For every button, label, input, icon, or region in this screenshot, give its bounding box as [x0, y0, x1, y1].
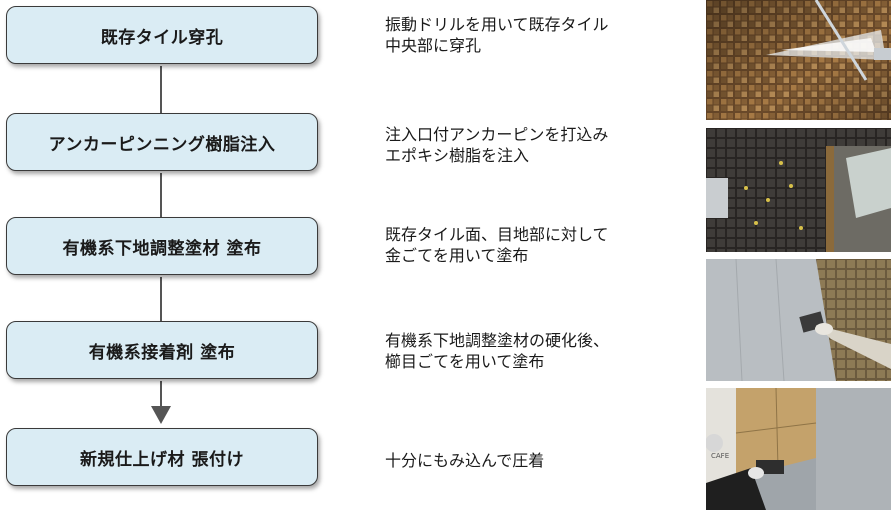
step-label: 既存タイル穿孔 [100, 27, 224, 48]
flow-connector-4 [160, 381, 162, 411]
step-box-3: 有機系下地調整塗材 塗布 [6, 217, 318, 275]
flow-connector-3 [160, 277, 162, 321]
step-label: 有機系接着剤 塗布 [88, 342, 236, 363]
flow-arrow-head [151, 406, 171, 424]
step-description-1: 振動ドリルを用いて既存タイル 中央部に穿孔 [385, 15, 609, 55]
step-description-2: 注入口付アンカーピンを打込み エポキシ樹脂を注入 [385, 125, 609, 165]
step-box-2: アンカーピンニング樹脂注入 [6, 113, 318, 171]
step-description-3: 既存タイル面、目地部に対して 金ごてを用いて塗布 [385, 225, 609, 265]
photo-sign-text: CAFE [711, 452, 729, 460]
step-label: 有機系下地調整塗材 塗布 [62, 238, 262, 259]
step-description-4: 有機系下地調整塗材の硬化後、 櫛目ごてを用いて塗布 [385, 331, 610, 371]
photo-anchor-injection [706, 128, 891, 252]
step-description-5: 十分にもみ込んで圧着 [385, 451, 545, 470]
step-label: アンカーピンニング樹脂注入 [48, 134, 276, 155]
photo-trowel-coating [706, 259, 891, 381]
step-box-4: 有機系接着剤 塗布 [6, 321, 318, 379]
photo-finish-installation: CAFE [706, 388, 891, 510]
step-label: 新規仕上げ材 張付け [80, 449, 244, 470]
step-box-5: 新規仕上げ材 張付け [6, 428, 318, 486]
photo-tile-drilling [706, 0, 891, 120]
step-box-1: 既存タイル穿孔 [6, 6, 318, 64]
flow-connector-1 [160, 66, 162, 113]
flow-connector-2 [160, 173, 162, 217]
